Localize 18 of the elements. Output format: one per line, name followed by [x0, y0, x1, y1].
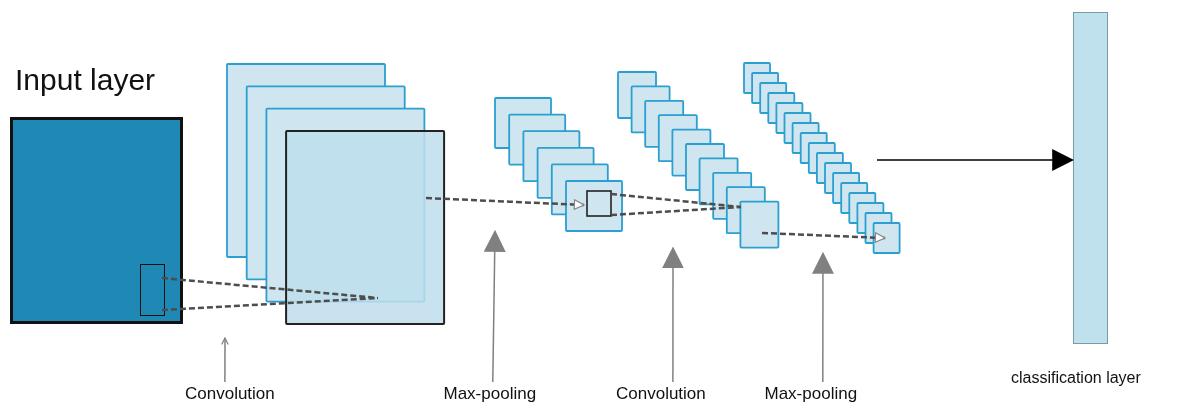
dashed-connector: [425, 196, 585, 210]
layer-label: Convolution: [185, 384, 275, 404]
feature-maps-drawing: [494, 97, 623, 232]
feature-maps-drawing: [743, 62, 901, 254]
arrow: [811, 251, 834, 383]
layer-title: Input layer: [15, 63, 156, 97]
dashed-connector: [761, 231, 886, 243]
dashed-connector: [160, 276, 380, 312]
layer-label: Max-pooling: [443, 384, 537, 404]
pointer-arrow: [221, 337, 229, 383]
arrow: [662, 246, 684, 383]
arrow: [876, 149, 1075, 171]
layer-label: Max-pooling: [764, 384, 858, 404]
feature-maps-drawing: [226, 63, 446, 325]
arrow: [483, 229, 506, 383]
dashed-connector: [609, 192, 743, 217]
layer-label: classification layer: [1011, 369, 1141, 387]
layer-label: Convolution: [616, 384, 706, 404]
